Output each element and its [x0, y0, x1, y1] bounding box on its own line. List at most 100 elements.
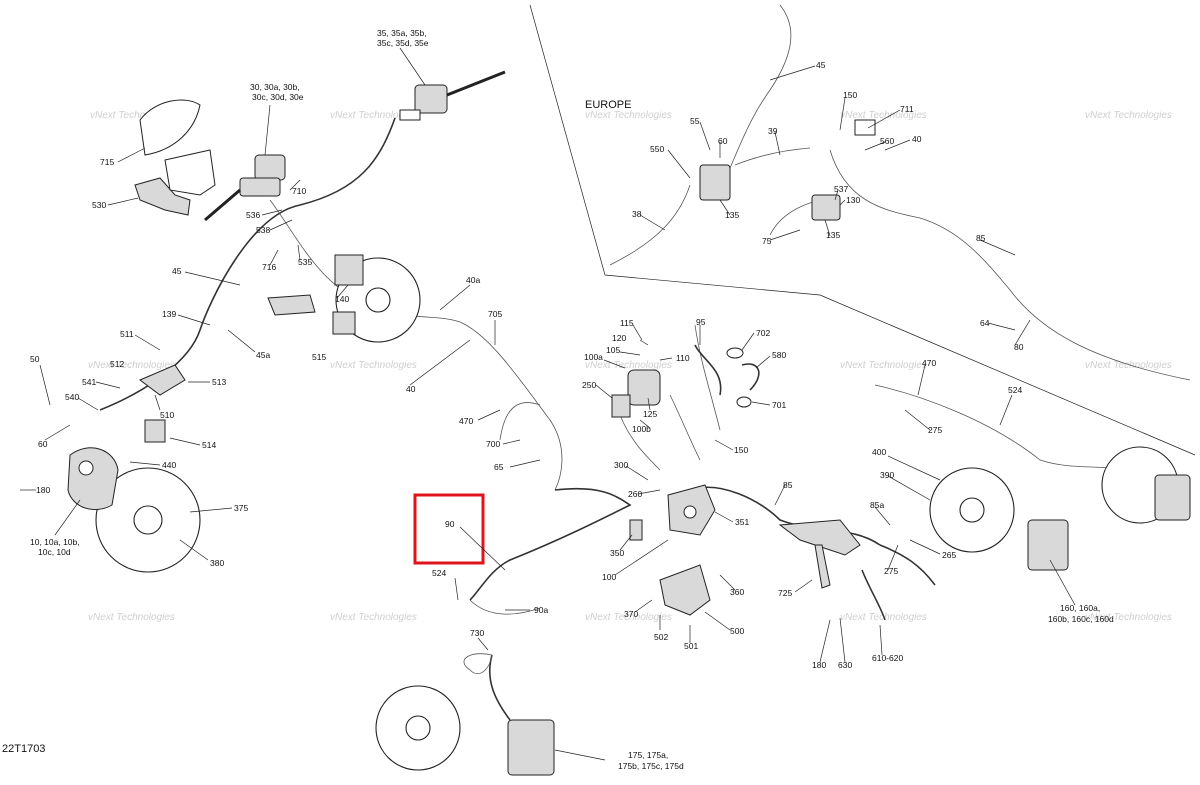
- label-535: 535: [298, 257, 312, 267]
- part-eu-150-fitting: [854, 119, 876, 136]
- label-375: 375: [234, 503, 248, 513]
- label-eu-55: 55: [690, 116, 700, 126]
- label-541: 541: [82, 377, 96, 387]
- label-90: 90: [445, 519, 455, 529]
- label-512: 512: [110, 359, 124, 369]
- label-150: 150: [734, 445, 748, 455]
- label-701: 701: [772, 400, 786, 410]
- label-eu-75: 75: [762, 236, 772, 246]
- label-eu-560: 560: [880, 136, 894, 146]
- label-50: 50: [30, 354, 40, 364]
- label-eu-85: 85: [976, 233, 986, 243]
- label-eu-550: 550: [650, 144, 664, 154]
- label-100: 100: [602, 572, 616, 582]
- part-100-abs-module: [667, 484, 716, 536]
- label-140: 140: [335, 294, 349, 304]
- label-265: 265: [942, 550, 956, 560]
- label-100b: 100b: [632, 424, 651, 434]
- label-500: 500: [730, 626, 744, 636]
- watermarks: vNext Technologies vNext Technologies vN…: [88, 110, 1172, 623]
- part-35-master-cylinder: [399, 70, 506, 121]
- label-350: 350: [610, 548, 624, 558]
- part-610-bracket: [861, 569, 886, 621]
- watermark: vNext Technologies: [1085, 612, 1172, 623]
- part-715-cover: [139, 99, 201, 156]
- label-705: 705: [488, 309, 502, 319]
- label-eu-60: 60: [718, 136, 728, 146]
- part-400-brake-disc: [929, 467, 1015, 553]
- label-470: 470: [459, 416, 473, 426]
- part-530-mount: [164, 149, 216, 196]
- label-40a: 40a: [466, 275, 480, 285]
- label-710: 710: [292, 186, 306, 196]
- label-250: 250: [582, 380, 596, 390]
- watermark: vNext Technologies: [88, 360, 175, 371]
- part-702-clamp: [726, 347, 744, 359]
- label-35-cont: 35c, 35d, 35e: [377, 38, 429, 48]
- label-r524: 524: [1008, 385, 1022, 395]
- label-300: 300: [614, 460, 628, 470]
- label-eu-135a: 135: [725, 210, 739, 220]
- part-95-hose: [694, 344, 722, 396]
- label-eu-40: 40: [912, 134, 922, 144]
- label-10-cont: 10c, 10d: [38, 547, 71, 557]
- part-514-sensor: [144, 419, 166, 443]
- part-175-caliper: [507, 719, 555, 776]
- part-701-clamp: [736, 396, 752, 408]
- part-250-sensor: [611, 394, 631, 418]
- part-515-sensor: [332, 311, 356, 335]
- label-513: 513: [212, 377, 226, 387]
- label-510: 510: [160, 410, 174, 420]
- label-180: 180: [36, 485, 50, 495]
- label-eu-130: 130: [846, 195, 860, 205]
- part-85-harness: [778, 519, 861, 556]
- watermark: vNext Technologies: [840, 360, 927, 371]
- label-65: 65: [494, 462, 504, 472]
- label-105: 105: [606, 345, 620, 355]
- watermark: vNext Technologies: [330, 360, 417, 371]
- part-530-bracket: [134, 177, 191, 216]
- label-40: 40: [406, 384, 416, 394]
- part-380-brake-disc: [95, 467, 201, 573]
- watermark: vNext Technologies: [585, 612, 672, 623]
- label-139: 139: [162, 309, 176, 319]
- label-716: 716: [262, 262, 276, 272]
- watermark: vNext Technologies: [585, 360, 672, 371]
- label-eu-150: 150: [843, 90, 857, 100]
- label-700: 700: [486, 439, 500, 449]
- label-180-lower: 180: [812, 660, 826, 670]
- label-536: 536: [246, 210, 260, 220]
- label-115: 115: [620, 318, 634, 328]
- part-350-fitting: [629, 519, 643, 541]
- label-275: 275: [884, 566, 898, 576]
- label-380: 380: [210, 558, 224, 568]
- label-160: 160, 160a,: [1060, 603, 1100, 613]
- inset-region-label: EUROPE: [585, 99, 631, 111]
- part-140-caliper: [334, 254, 364, 286]
- label-502: 502: [654, 632, 668, 642]
- part-30-master-cylinder: [204, 154, 286, 222]
- label-35: 35, 35a, 35b,: [377, 28, 427, 38]
- label-580: 580: [772, 350, 786, 360]
- label-260: 260: [628, 489, 642, 499]
- watermark: vNext Technologies: [840, 110, 927, 121]
- label-530: 530: [92, 200, 106, 210]
- inset-border: [529, 4, 1196, 456]
- label-160-cont: 160b, 160c, 160d: [1048, 614, 1114, 624]
- label-30: 30, 30a, 30b,: [250, 82, 300, 92]
- label-730: 730: [470, 628, 484, 638]
- part-eu-130-valve: [811, 194, 841, 221]
- part-mount: [267, 294, 316, 316]
- label-110: 110: [676, 353, 690, 363]
- label-175: 175, 175a,: [628, 750, 668, 760]
- label-eu-80: 80: [1014, 342, 1024, 352]
- highlighted-part-90[interactable]: [413, 493, 485, 565]
- label-45: 45: [172, 266, 182, 276]
- label-eu-45: 45: [816, 60, 826, 70]
- part-10-caliper: [67, 447, 119, 510]
- label-125: 125: [643, 409, 657, 419]
- watermark: vNext Technologies: [90, 110, 177, 121]
- part-175-brake-disc: [375, 685, 461, 771]
